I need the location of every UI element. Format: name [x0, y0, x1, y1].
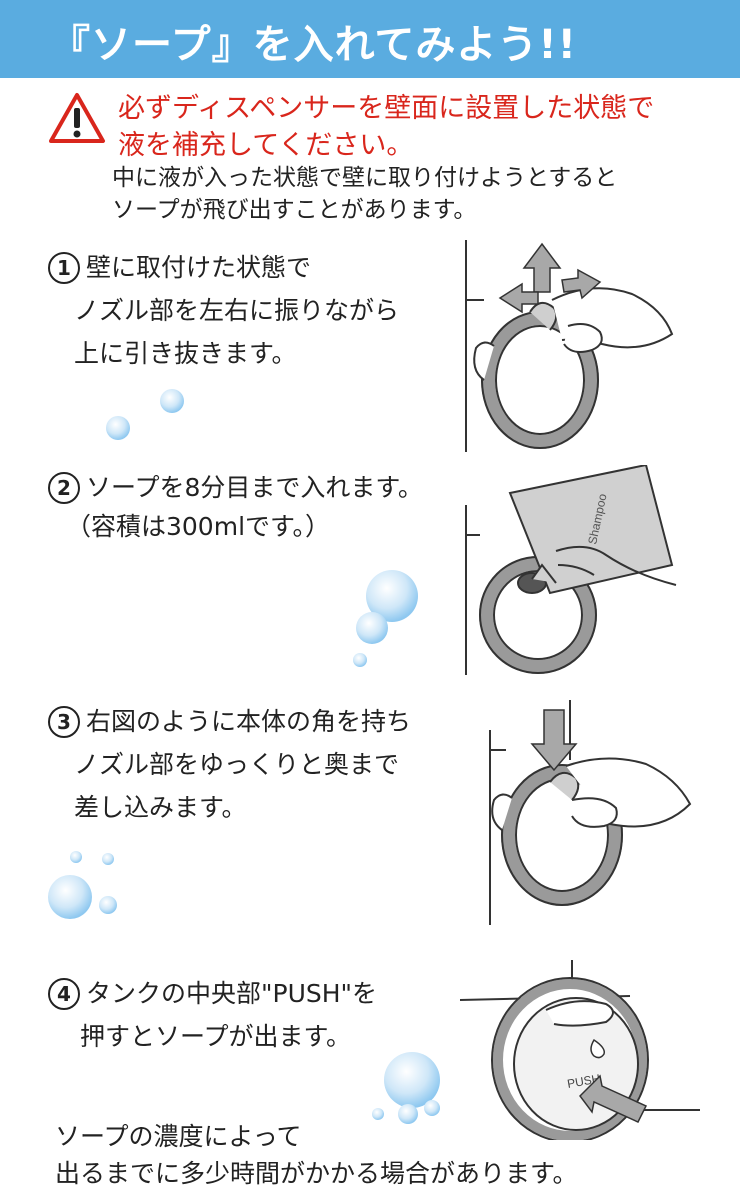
step-2-line-2: （容積は300mlです。）: [66, 512, 331, 541]
bubbles-decoration-1: [106, 389, 184, 440]
step-3-line-2: ノズル部をゆっくりと奥まで: [74, 750, 400, 779]
step-4-line-2: 押すとソープが出ます。: [80, 1022, 352, 1051]
header-bar: 『ソープ』を入れてみよう!!: [0, 0, 740, 78]
step-1-line-2: ノズル部を左右に振りながら: [74, 296, 400, 325]
warning-message: 必ずディスペンサーを壁面に設置した状態で 液を補充してください。: [118, 90, 718, 164]
illustration-step-1: [465, 240, 674, 452]
illustration-step-4: PUSH: [460, 960, 700, 1140]
bubbles-decoration-4: [372, 1052, 440, 1124]
warning-note-line-2: ソープが飛び出すことがあります。: [112, 197, 477, 223]
step-number-1: 1: [48, 251, 80, 284]
page-title: 『ソープ』を入れてみよう!!: [50, 22, 577, 68]
step-3-line-3: 差し込みます。: [74, 793, 247, 822]
step-number-3: 3: [48, 705, 80, 738]
illustration-step-2: Shampoo: [465, 465, 677, 675]
step-1-line-1: 壁に取付けた状態で: [86, 253, 312, 282]
warning-icon: [49, 93, 105, 143]
step-number-2: 2: [48, 471, 80, 504]
step-3-line-1: 右図のように本体の角を持ち: [86, 707, 412, 736]
step-4-line-1: タンクの中央部"PUSH"を: [86, 979, 378, 1008]
bubbles-decoration-3: [48, 851, 117, 919]
illustration-step-3: [489, 700, 692, 925]
footer-line-1: ソープの濃度によって: [55, 1122, 302, 1151]
step-number-4: 4: [48, 977, 80, 1010]
footer-line-2: 出るまでに多少時間がかかる場合があります。: [55, 1159, 578, 1188]
step-2-line-1: ソープを8分目まで入れます。: [86, 473, 423, 502]
warning-line-2: 液を補充してください。: [118, 130, 414, 161]
step-1-line-3: 上に引き抜きます。: [74, 339, 297, 368]
footer-note: ソープの濃度によって 出るまでに多少時間がかかる場合があります。: [55, 1118, 578, 1192]
warning-note-line-1: 中に液が入った状態で壁に取り付けようとすると: [112, 165, 618, 191]
warning-note: 中に液が入った状態で壁に取り付けようとすると ソープが飛び出すことがあります。: [112, 162, 732, 226]
bubbles-decoration-2: [353, 570, 418, 667]
warning-line-1: 必ずディスペンサーを壁面に設置した状態で: [118, 93, 655, 124]
